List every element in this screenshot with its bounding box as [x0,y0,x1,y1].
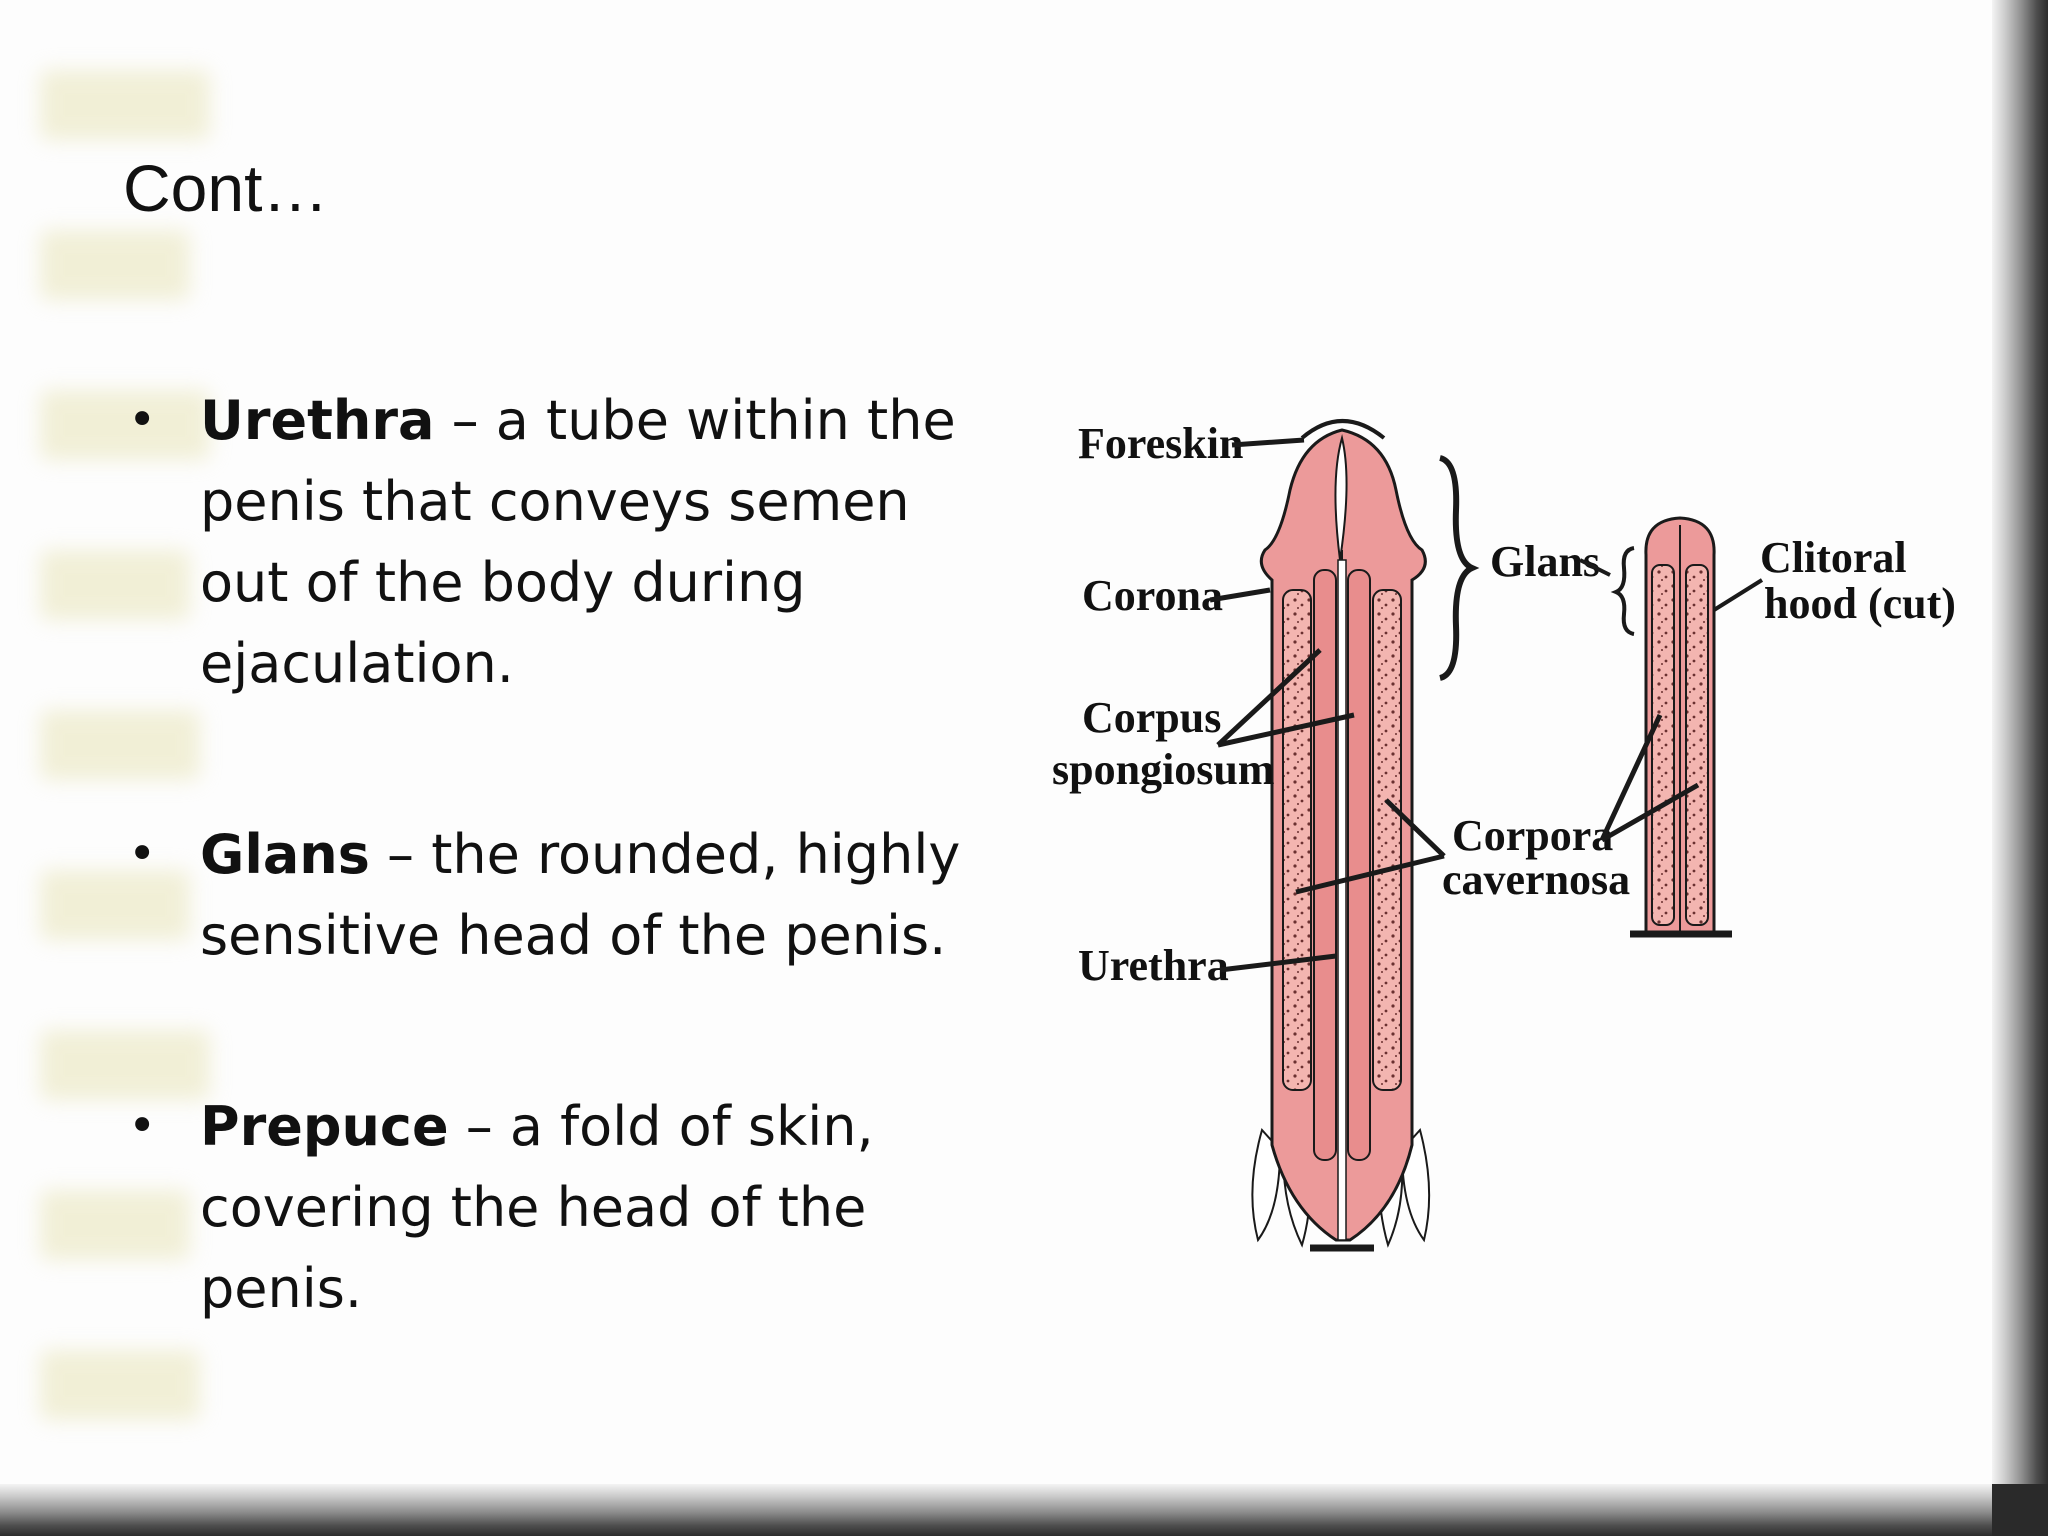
leader-cavernosa-c [1599,713,1663,842]
decorative-paper-strip [40,70,260,1450]
label-corpus-1: Corpus [1082,693,1221,742]
glans-brace [1438,455,1480,681]
label-corpora-1: Corpora [1452,811,1613,860]
bullet-term: Prepuce [200,1095,449,1158]
bullet-text: – a tube within the penis that conveys s… [200,389,956,695]
urethra-channel [1337,559,1347,1241]
bullet-marker: • [128,826,157,882]
leader-glans [1579,558,1611,577]
frame-shadow-right [1992,0,2048,1536]
bullet-term: Urethra [200,389,435,452]
clitoris-illustration [1610,516,1732,938]
label-foreskin: Foreskin [1078,419,1243,468]
leader-urethra [1219,953,1337,973]
label-corpus-2: spongiosum [1052,745,1275,794]
label-corpora-2: cavernosa [1442,855,1630,904]
leader-cavernosa-a [1384,798,1446,858]
penis-illustration [1251,419,1431,1252]
spongiosum-right [1347,569,1371,1161]
label-urethra: Urethra [1078,941,1229,990]
bullet-marker: • [128,392,157,448]
bullet-text: – a fold of skin, covering the head of t… [200,1095,874,1320]
bullet-term: Glans [200,823,370,886]
clitoris-column-left [1651,564,1675,926]
corpus-column-right [1372,589,1402,1091]
label-clitoral-2: hood (cut) [1764,579,1956,628]
leader-clitoral-hood [1712,578,1764,612]
corpus-column-left [1282,589,1312,1091]
leader-foreskin [1231,437,1305,448]
clitoral-hood-brace [1610,546,1635,636]
bullet-glans: • Glans – the rounded, highly sensitive … [120,814,1000,976]
leader-spongiosum-a [1216,648,1322,747]
clitoris-column-right [1685,564,1709,926]
leader-cavernosa-b [1295,853,1445,895]
bullet-prepuce: • Prepuce – a fold of skin, covering the… [120,1086,1000,1329]
leader-cavernosa-d [1600,782,1700,843]
label-clitoral-1: Clitoral [1760,533,1907,582]
bullet-marker: • [128,1098,157,1154]
anatomy-diagram-svg: Foreskin Corona Corpus spongiosum Urethr… [1052,419,1956,1252]
bullet-list: • Urethra – a tube within the penis that… [120,380,1000,1329]
bullet-text: – the rounded, highly sensitive head of … [200,823,961,967]
anatomy-diagram: Foreskin Corona Corpus spongiosum Urethr… [1040,400,1960,1280]
label-corona: Corona [1082,571,1223,620]
slide-title: Cont… [123,151,329,225]
spongiosum-left [1313,569,1337,1161]
leader-corona [1209,587,1271,603]
frame-shadow-corner [1992,1484,2048,1536]
bullet-urethra: • Urethra – a tube within the penis that… [120,380,1000,704]
base-fold-shape [1251,1127,1282,1243]
leader-spongiosum-b [1217,712,1355,748]
foreskin-arc [1300,419,1386,440]
frame-shadow-bottom [0,1484,2048,1536]
